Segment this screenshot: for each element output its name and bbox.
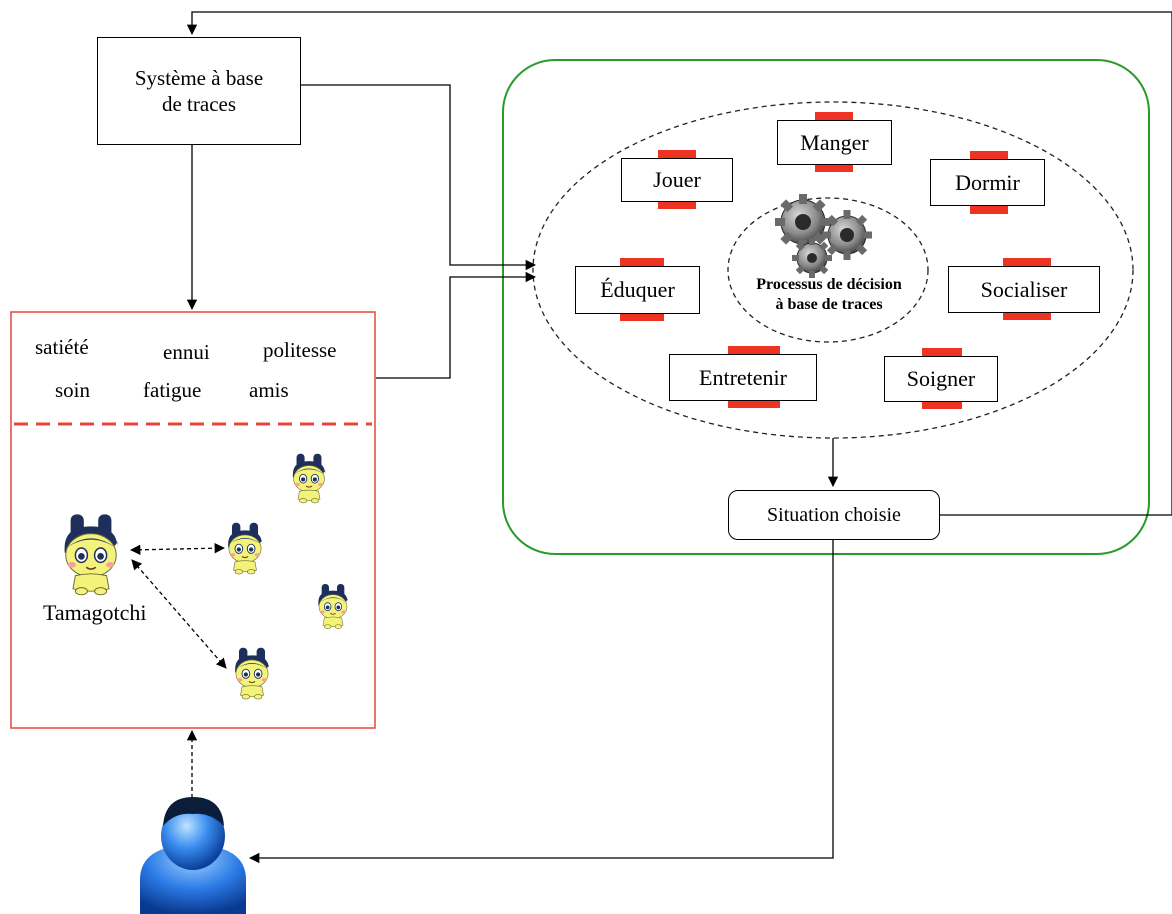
tamagotchi-label: Tamagotchi bbox=[43, 600, 147, 625]
chosen-to-user-connector bbox=[248, 540, 834, 864]
feedback-loop-connector bbox=[186, 11, 1172, 515]
indicator-fatigue: fatigue bbox=[143, 378, 202, 402]
indicator-soin: soin bbox=[55, 378, 91, 402]
gears-icon bbox=[775, 194, 872, 278]
situation-manger: Manger bbox=[777, 120, 892, 165]
indicator-amis: amis bbox=[249, 378, 289, 402]
situation-entretenir: Entretenir bbox=[669, 354, 817, 401]
decision-process-label: Processus de décision à base de traces bbox=[729, 275, 929, 315]
tamagotchi-friend-icon bbox=[227, 522, 263, 575]
tamagotchi-world-frame bbox=[10, 311, 376, 729]
situation-markers bbox=[620, 112, 1051, 409]
decision-process-line2: à base de traces bbox=[775, 296, 883, 313]
situations-frame bbox=[502, 59, 1150, 555]
tamagotchi-icon bbox=[63, 513, 119, 596]
user-icon bbox=[140, 797, 246, 914]
trace-system-line1: Système à base bbox=[134, 65, 264, 90]
situation-soigner: Soigner bbox=[884, 356, 998, 402]
situation-eduquer: Éduquer bbox=[575, 266, 700, 314]
situation-dormir: Dormir bbox=[930, 159, 1045, 206]
situation-jouer: Jouer bbox=[621, 158, 733, 202]
decision-process-ellipse bbox=[727, 197, 929, 343]
tamagotchi-link-1 bbox=[129, 543, 226, 555]
tamagotchi-link-2 bbox=[131, 559, 227, 669]
chosen-situation-box: Situation choisie bbox=[728, 490, 940, 540]
tamagotchi-friend-icon bbox=[234, 647, 270, 700]
trace-system-box: Système à base de traces bbox=[97, 37, 301, 145]
situation-socialiser: Socialiser bbox=[948, 266, 1100, 313]
tamagotchi-friend-icon bbox=[292, 453, 326, 504]
indicator-ennui: ennui bbox=[163, 340, 210, 364]
indicator-politesse: politesse bbox=[263, 338, 337, 362]
trace-system-to-situations-connector bbox=[300, 84, 537, 271]
decision-process-line1: Processus de décision bbox=[756, 276, 902, 293]
indicator-satiete: satiété bbox=[35, 335, 89, 359]
tamagotchi-friend-icon bbox=[317, 583, 349, 630]
indicators-to-situations-connector bbox=[376, 271, 537, 379]
trace-system-line2: de traces bbox=[161, 92, 237, 116]
